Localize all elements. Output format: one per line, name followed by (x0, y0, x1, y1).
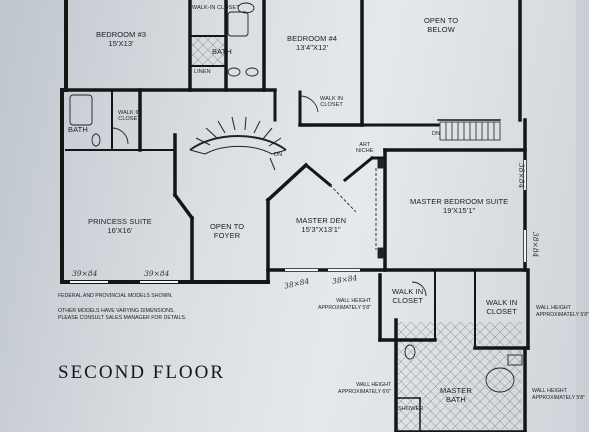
window-marks (70, 160, 526, 283)
window-size-6: 38×84 (531, 232, 540, 258)
federal-note: FEDERAL AND PROVINCIAL MODELS SHOWN. (58, 293, 173, 299)
master-bath-label: MASTER BATH (440, 386, 472, 404)
bedroom-4-label: BEDROOM #4 13'4"X12' (287, 34, 338, 52)
floor-plan-drawing (60, 0, 530, 432)
walk-in-closet-m1-label: WALK IN CLOSET (392, 287, 424, 305)
bedroom-3-label: BEDROOM #3 15'X13' (96, 30, 147, 48)
open-below-label: OPEN TO BELOW (424, 16, 459, 34)
bath-top-tile-floor (192, 36, 226, 66)
walk-in-closet-m2-label: WALK IN CLOSET (486, 298, 518, 316)
plan-title: SECOND FLOOR (58, 362, 226, 383)
open-to-foyer-label: OPEN TO FOYER (210, 222, 245, 240)
window-size-2: 39×84 (144, 269, 170, 278)
wall-height-note-1: WALL HEIGHT APPROXIMATELY 5'8" (318, 298, 371, 312)
fixtures (69, 2, 523, 393)
upper-dn-label: DN (432, 131, 441, 137)
stair-dn-label: DN (274, 152, 283, 158)
walk-in-closet-b4-label: WALK IN CLOSET (320, 96, 344, 109)
spiral-staircase (189, 116, 287, 171)
art-niche-label: ART NICHE (356, 142, 374, 155)
upper-stair (439, 121, 501, 141)
window-size-1: 39×84 (72, 269, 98, 278)
walk-in-closet-top-label: WALK-IN CLOSET (192, 5, 240, 11)
wall-height-note-4: WALL HEIGHT APPROXIMATELY 5'8" (532, 388, 585, 402)
bath-top-label: BATH (212, 47, 232, 56)
wall-height-note-2: WALL HEIGHT APPROXIMATELY 5'8" (536, 305, 589, 319)
wall-height-note-3: WALL HEIGHT APPROXIMATELY 6'6" (338, 382, 391, 396)
shower-label: SHOWER (398, 406, 424, 412)
other-models-note: OTHER MODELS HAVE VARYING DIMENSIONS. PL… (58, 308, 187, 322)
master-den-label: MASTER DEN 15'3"X13'1" (296, 216, 347, 234)
master-bedroom-label: MASTER BEDROOM SUITE 19'X15'1" (410, 197, 509, 215)
linen-label: LINEN (194, 69, 211, 75)
window-size-5: 38×84 (517, 163, 526, 189)
walk-in-closet-left-label: WALK IN CLOSET (118, 110, 142, 123)
bath-left-label: BATH (68, 125, 88, 134)
princess-suite-label: PRINCESS SUITE 16'X16' (88, 217, 152, 235)
